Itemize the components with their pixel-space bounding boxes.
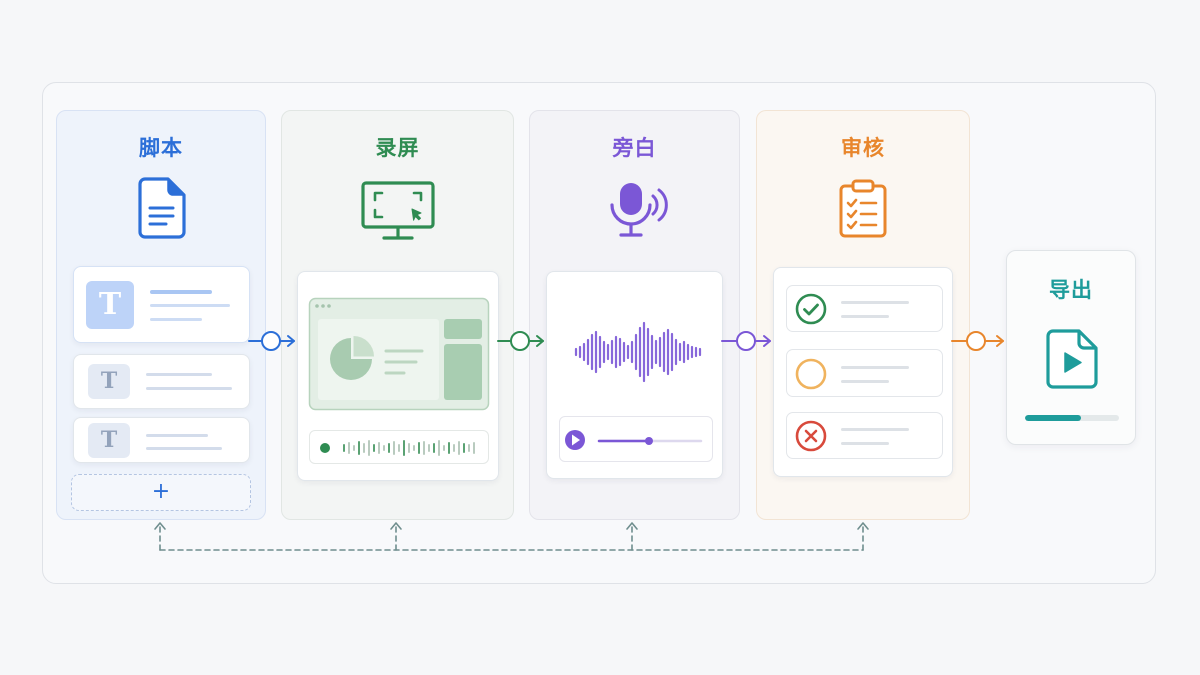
screen-preview bbox=[308, 297, 490, 411]
window-dot bbox=[327, 304, 331, 308]
recording-preview-card[interactable] bbox=[297, 271, 499, 481]
empty-circle-icon bbox=[795, 358, 827, 390]
text-block-icon: T bbox=[88, 364, 130, 399]
review-item-line bbox=[841, 315, 889, 318]
text-line bbox=[150, 304, 230, 307]
window-dot bbox=[315, 304, 319, 308]
stage-export-title: 导出 bbox=[1049, 278, 1093, 302]
review-item-line bbox=[841, 366, 909, 369]
add-script-card-button[interactable]: + bbox=[71, 474, 251, 511]
review-item-line bbox=[841, 428, 909, 431]
text-line bbox=[146, 373, 212, 376]
stage-export-panel[interactable]: 导出 bbox=[1006, 250, 1136, 445]
slider-handle[interactable] bbox=[644, 437, 653, 445]
review-item-line bbox=[841, 380, 889, 383]
pie-chart-icon bbox=[330, 336, 374, 380]
microphone-icon bbox=[610, 183, 668, 237]
text-line bbox=[150, 318, 202, 321]
script-card[interactable]: T bbox=[73, 417, 250, 463]
stage-narration-panel: 旁白 bbox=[529, 110, 740, 520]
text-line bbox=[150, 290, 212, 294]
play-button[interactable] bbox=[565, 430, 585, 450]
x-circle-icon bbox=[795, 420, 827, 452]
review-item-line bbox=[841, 301, 909, 304]
audio-waveform bbox=[574, 321, 702, 383]
text-line bbox=[146, 434, 208, 437]
sidebar-block bbox=[444, 319, 482, 339]
clipboard-checklist-icon bbox=[839, 179, 887, 238]
record-indicator-dot bbox=[320, 443, 330, 453]
review-item-line bbox=[841, 442, 889, 445]
recording-timeline[interactable] bbox=[309, 430, 489, 464]
stage-script-title: 脚本 bbox=[139, 136, 183, 160]
stage-review-panel: 审核 bbox=[756, 110, 970, 520]
monitor-icon bbox=[361, 181, 435, 240]
text-line bbox=[146, 387, 232, 390]
text-block-icon: T bbox=[86, 281, 134, 329]
document-icon bbox=[138, 177, 186, 239]
script-card[interactable]: T bbox=[73, 354, 250, 409]
review-item[interactable] bbox=[786, 349, 943, 397]
stage-narration-title: 旁白 bbox=[612, 136, 657, 160]
stage-review-title: 审核 bbox=[841, 136, 885, 160]
review-card bbox=[773, 267, 953, 477]
export-progress-fill bbox=[1025, 415, 1082, 421]
stage-record-title: 录屏 bbox=[375, 136, 420, 160]
playback-slider[interactable] bbox=[597, 437, 703, 445]
sidebar-block bbox=[444, 344, 482, 400]
stage-script-panel: 脚本 T T T + bbox=[56, 110, 266, 520]
script-card-selected[interactable]: T bbox=[73, 266, 250, 343]
stage-record-panel: 录屏 bbox=[281, 110, 514, 520]
text-line bbox=[146, 447, 222, 450]
narration-card[interactable] bbox=[546, 271, 723, 479]
audio-player-controls bbox=[565, 430, 703, 450]
audio-player bbox=[559, 416, 713, 462]
check-circle-icon bbox=[795, 293, 827, 325]
review-item[interactable] bbox=[786, 412, 943, 459]
video-file-icon bbox=[1046, 329, 1098, 389]
export-progress-bar bbox=[1025, 415, 1119, 421]
review-item[interactable] bbox=[786, 285, 943, 332]
text-block-icon: T bbox=[88, 423, 130, 458]
window-dot bbox=[321, 304, 325, 308]
audio-track bbox=[320, 440, 475, 456]
